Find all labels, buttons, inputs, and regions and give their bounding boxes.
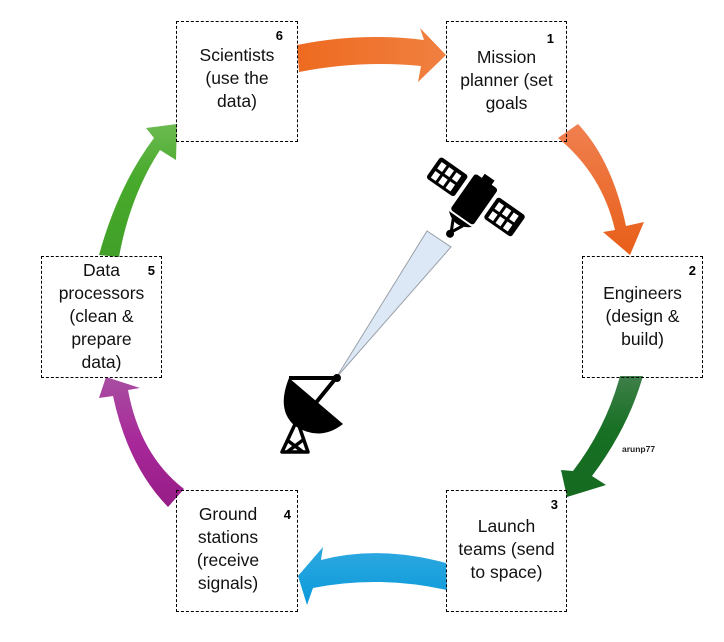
arrow-1-to-2: [558, 124, 644, 255]
satellite-icon: [426, 157, 525, 238]
arrow-5-to-6: [99, 124, 177, 257]
author-credit: arunp77: [622, 444, 656, 454]
satellite-dish-icon: [280, 374, 343, 454]
step-label-4: Ground stations (receive signals): [196, 504, 260, 593]
arrow-4-to-5: [99, 377, 184, 507]
step-box-1: 1 Mission planner (set goals: [446, 21, 567, 142]
step-box-3: 3 Launch teams (send to space): [446, 490, 567, 612]
step-box-2: 2 Engineers (design & build): [582, 256, 703, 378]
step-number-1: 1: [546, 31, 554, 46]
step-number-2: 2: [688, 263, 696, 278]
step-label-3: Launch teams (send to space): [458, 516, 555, 582]
step-box-4: 4 Ground stations (receive signals): [176, 490, 298, 612]
step-number-4: 4: [283, 507, 291, 522]
step-label-1: Mission planner (set goals: [460, 47, 553, 113]
step-label-6: Scientists (use the data): [199, 45, 275, 111]
step-label-5: Data processors (clean & prepare data): [58, 260, 145, 372]
step-box-5: 5 Data processors (clean & prepare data): [41, 256, 162, 378]
step-number-5: 5: [147, 263, 155, 278]
step-number-3: 3: [550, 497, 558, 512]
step-label-2: Engineers (design & build): [603, 283, 682, 349]
step-number-6: 6: [275, 28, 283, 43]
arrow-2-to-3: [561, 376, 643, 497]
signal-beam: [335, 230, 452, 379]
arrow-6-to-1: [297, 28, 446, 82]
arrow-3-to-4: [298, 547, 447, 605]
step-box-6: 6 Scientists (use the data): [176, 21, 298, 142]
